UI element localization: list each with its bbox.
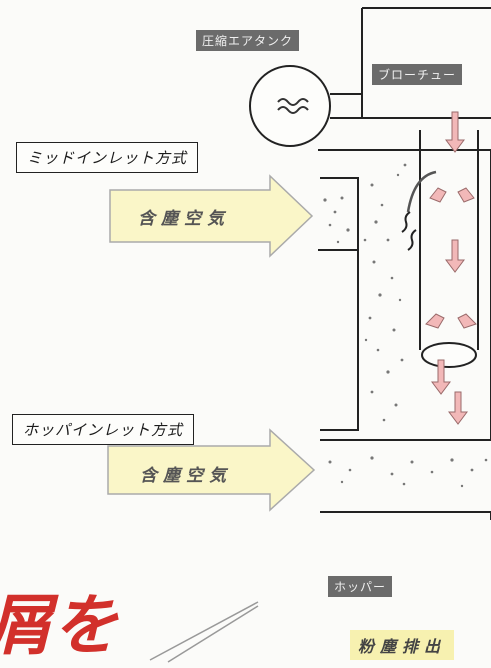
dusty-air-arrow-1 (109, 174, 314, 258)
airflow-arrows (425, 111, 477, 425)
pen-decoration (149, 601, 259, 663)
compressed-air-tank-icon (249, 65, 362, 147)
dust-particles-icon (323, 163, 488, 488)
dusty-air-label-2: 含塵空気 (140, 466, 232, 486)
dusty-air-label-1: 含塵空気 (138, 209, 230, 229)
dust-discharge-label: 粉塵排出 (350, 630, 455, 660)
filter-cartridge-icon (401, 130, 479, 368)
dusty-air-arrow-2 (107, 428, 316, 512)
mid-inlet-label: ミッドインレット方式 (16, 142, 199, 173)
hopper-inlet-label: ホッパインレット方式 (12, 414, 195, 445)
housing-outline (318, 7, 491, 520)
airflow-wave-icon (277, 98, 309, 114)
hopper-label: ホッパー (328, 576, 393, 597)
blow-tube-label: ブローチュー (372, 64, 463, 85)
partial-red-heading: 屑を (0, 586, 118, 664)
compressed-air-tank-label: 圧縮エアタンク (196, 30, 300, 51)
